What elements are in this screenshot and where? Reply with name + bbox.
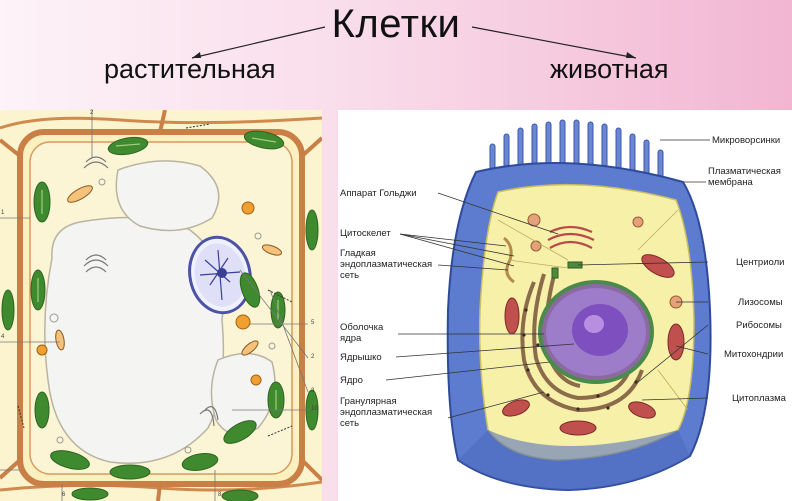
label-centrioles: Центриоли	[736, 257, 785, 268]
chloroplasts	[1, 130, 319, 501]
label-smooth-er: Гладкая эндоплазматическая сеть	[340, 248, 433, 281]
label-lysosomes: Лизосомы	[738, 297, 783, 308]
label-cytoskeleton: Цитоскелет	[340, 228, 391, 239]
ribosomes	[522, 308, 638, 411]
animal-cell-heading: животная	[550, 54, 669, 84]
animal-mitochondria	[502, 254, 685, 436]
plant-cell-panel: 2 5 2 3 10 1 4 6 8	[0, 109, 324, 501]
label-cytoplasm: Цитоплазма	[732, 393, 786, 404]
page-title: Клетки	[331, 2, 461, 46]
plant-number: 2	[311, 354, 315, 360]
plastid	[235, 314, 251, 330]
plant-cell-heading: растительная	[104, 54, 276, 84]
leader-lines-left	[385, 192, 575, 419]
small-vacuole	[115, 160, 220, 232]
plant-number: 8	[218, 492, 222, 498]
label-nuclear-envelope: Оболочка ядра	[340, 322, 384, 344]
plant-number: 6	[62, 492, 66, 498]
plant-mitochondria	[55, 185, 282, 356]
plant-number: 1	[1, 210, 5, 216]
leader-lines-right	[577, 139, 710, 401]
plant-number: 10	[311, 406, 318, 412]
animal-cell-diagram	[385, 119, 712, 492]
label-nucleolus: Ядрышко	[340, 352, 382, 363]
label-mitochondria: Митохондрии	[724, 349, 784, 360]
title-pointer-lines	[191, 26, 637, 59]
label-microvilli: Микроворсинки	[712, 135, 781, 146]
plant-number: 3	[311, 388, 315, 394]
plant-number: 5	[311, 320, 315, 326]
cytoskeleton	[497, 209, 689, 411]
animal-cell-panel: Аппарат Гольджи Цитоскелет Гладкая эндоп…	[338, 110, 792, 501]
label-rough-er: Гранулярная эндоплазматическая сеть	[340, 396, 433, 429]
plant-golgi	[83, 156, 219, 427]
plant-number: 2	[90, 110, 94, 116]
label-golgi: Аппарат Гольджи	[340, 188, 417, 199]
vacuole-lower	[210, 352, 276, 436]
label-plasma-membrane: Плазматическая мембрана	[708, 166, 781, 188]
label-nucleus: Ядро	[340, 375, 363, 386]
plant-cell-diagram	[0, 109, 324, 501]
plant-number: 4	[1, 334, 5, 340]
label-ribosomes: Рибосомы	[736, 320, 782, 331]
animal-golgi	[547, 225, 595, 249]
